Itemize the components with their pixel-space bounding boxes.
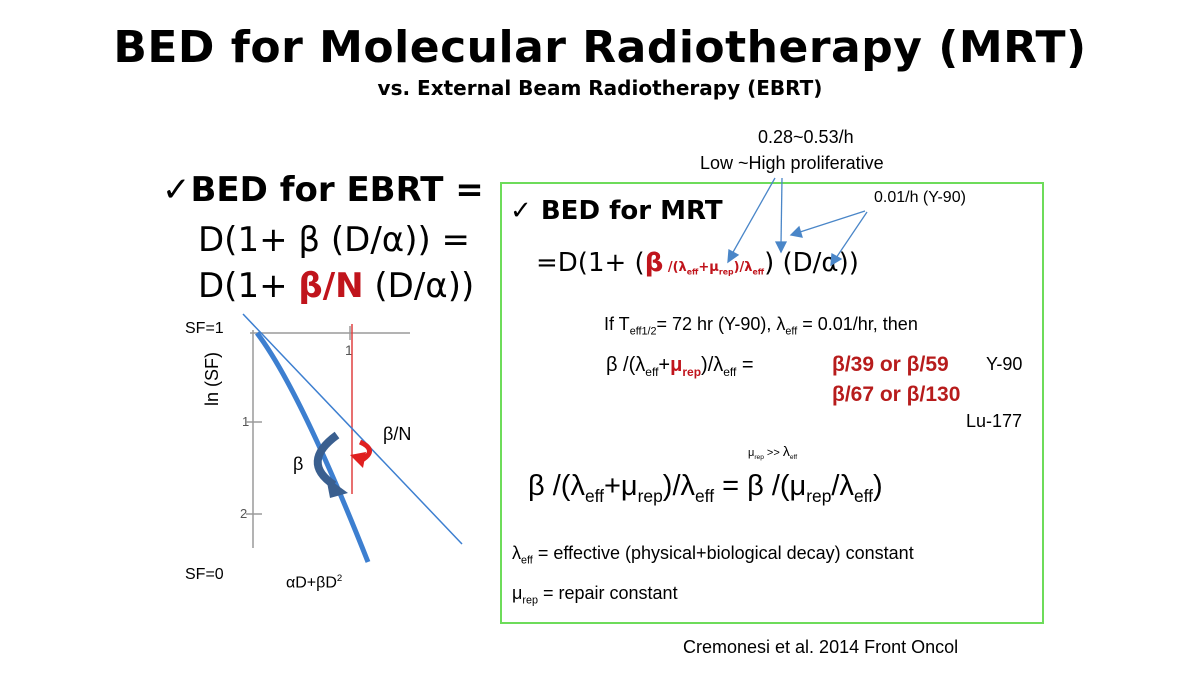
lq-curve [255, 331, 371, 563]
plot-axes [246, 326, 410, 548]
ebrt-heading: ✓BED for EBRT = [162, 170, 484, 210]
tick-y-1: 1 [242, 414, 250, 429]
proliferation-rate: 0.28~0.53/h [758, 127, 854, 147]
annotation-arrows [727, 177, 868, 267]
tick-y-2: 2 [240, 506, 248, 521]
mrt-formula: =D(1+ (β /(λeff+μrep)/λeff) (D/α)) [536, 248, 859, 278]
beta-label: β [293, 454, 304, 474]
y90-rate: 0.01/h (Y-90) [874, 189, 966, 206]
page-title: BED for Molecular Radiotherapy (MRT) [113, 22, 1087, 73]
ratio-expression: β /(λeff+μrep)/λeff = [606, 354, 754, 379]
citation: Cremonesi et al. 2014 Front Oncol [683, 637, 959, 657]
tick-x-1: 1 [345, 342, 353, 358]
lq-formula: αD+βD2 [286, 573, 343, 592]
page-subtitle: vs. External Beam Radiotherapy (EBRT) [377, 76, 823, 100]
label-y90: Y-90 [986, 354, 1023, 374]
def-mu: μrep = repair constant [512, 583, 678, 607]
proliferation-label: Low ~High proliferative [700, 153, 884, 173]
ebrt-line2: D(1+ β/N (D/α)) [198, 266, 475, 306]
def-lambda: λeff = effective (physical+biological de… [512, 543, 914, 567]
approximation: β /(λeff+μrep)/λeff = β /(μrep/λeff) [528, 470, 883, 506]
ebrt-line1: D(1+ β (D/α)) = [198, 220, 471, 260]
sf-top-label: SF=1 [185, 320, 224, 337]
condition: μrep >> λeff [748, 443, 798, 462]
check-icon: ✓ [510, 196, 532, 226]
beta-over-n: β/N [298, 266, 364, 306]
label-lu177: Lu-177 [966, 411, 1023, 431]
if-statement: If Teff1/2= 72 hr (Y-90), λeff = 0.01/hr… [604, 314, 918, 338]
check-icon: ✓ [162, 170, 191, 210]
result-y90: β/39 or β/59 [832, 353, 949, 376]
result-lu177: β/67 or β/130 [832, 383, 961, 406]
mrt-heading: ✓ BED for MRT [510, 196, 723, 226]
sf-bottom-label: SF=0 [185, 566, 224, 583]
beta-over-n-label: β/N [383, 424, 412, 444]
linear-line [242, 313, 463, 545]
